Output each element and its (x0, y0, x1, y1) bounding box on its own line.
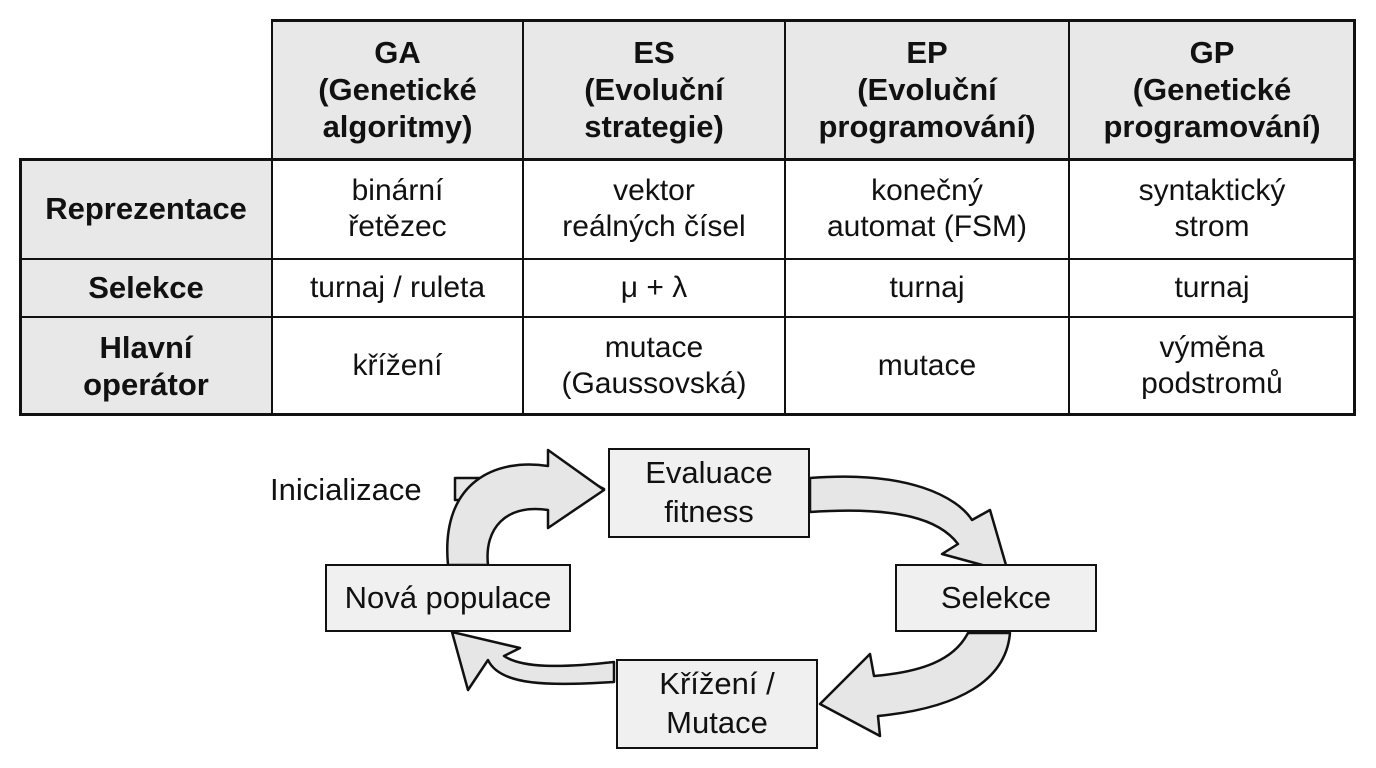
table-cell: turnaj (1069, 259, 1355, 317)
arrow-crossover-to-new-population (450, 630, 616, 692)
node-selection: Selekce (895, 564, 1097, 632)
table-border (271, 19, 1356, 22)
table-border (1353, 19, 1356, 416)
table-border (19, 158, 1356, 161)
table-cell: turnaj (785, 259, 1069, 317)
table-cell: mutace (785, 317, 1069, 415)
table-cell: turnaj / ruleta (272, 259, 523, 317)
column-header-gp: GP (Genetické programování) (1069, 20, 1355, 159)
initialization-label: Inicializace (270, 472, 422, 507)
row-header-main-operator: Hlavní operátor (20, 317, 272, 415)
table-border (271, 19, 273, 416)
table-cell: výměna podstromů (1069, 317, 1355, 415)
table-cell: mutace (Gaussovská) (523, 317, 785, 415)
node-new-population: Nová populace (325, 564, 571, 632)
table-border (1068, 19, 1070, 416)
table-border (19, 158, 22, 416)
table-cell: vektor reálných čísel (523, 159, 785, 259)
column-header-ga: GA (Genetické algoritmy) (272, 20, 523, 159)
table-cell: syntaktický strom (1069, 159, 1355, 259)
row-header-representation: Reprezentace (20, 159, 272, 259)
table-border (19, 413, 1356, 416)
arrow-new-population-to-evaluation (446, 448, 606, 567)
table-cell: křížení (272, 317, 523, 415)
table-cell: konečný automat (FSM) (785, 159, 1069, 259)
node-crossover-mutation: Křížení / Mutace (616, 659, 818, 749)
column-header-es: ES (Evoluční strategie) (523, 20, 785, 159)
row-header-selection: Selekce (20, 259, 272, 317)
column-header-ep: EP (Evoluční programování) (785, 20, 1069, 159)
table-border (522, 19, 524, 416)
arrow-evaluation-to-selection (808, 475, 1010, 574)
table-cell: binární řetězec (272, 159, 523, 259)
node-evaluation-fitness: Evaluace fitness (608, 448, 810, 538)
table-border (19, 258, 1356, 260)
arrow-selection-to-crossover (818, 631, 1012, 738)
table-border (784, 19, 786, 416)
table-border (19, 316, 1356, 318)
table-cell: μ + λ (523, 259, 785, 317)
